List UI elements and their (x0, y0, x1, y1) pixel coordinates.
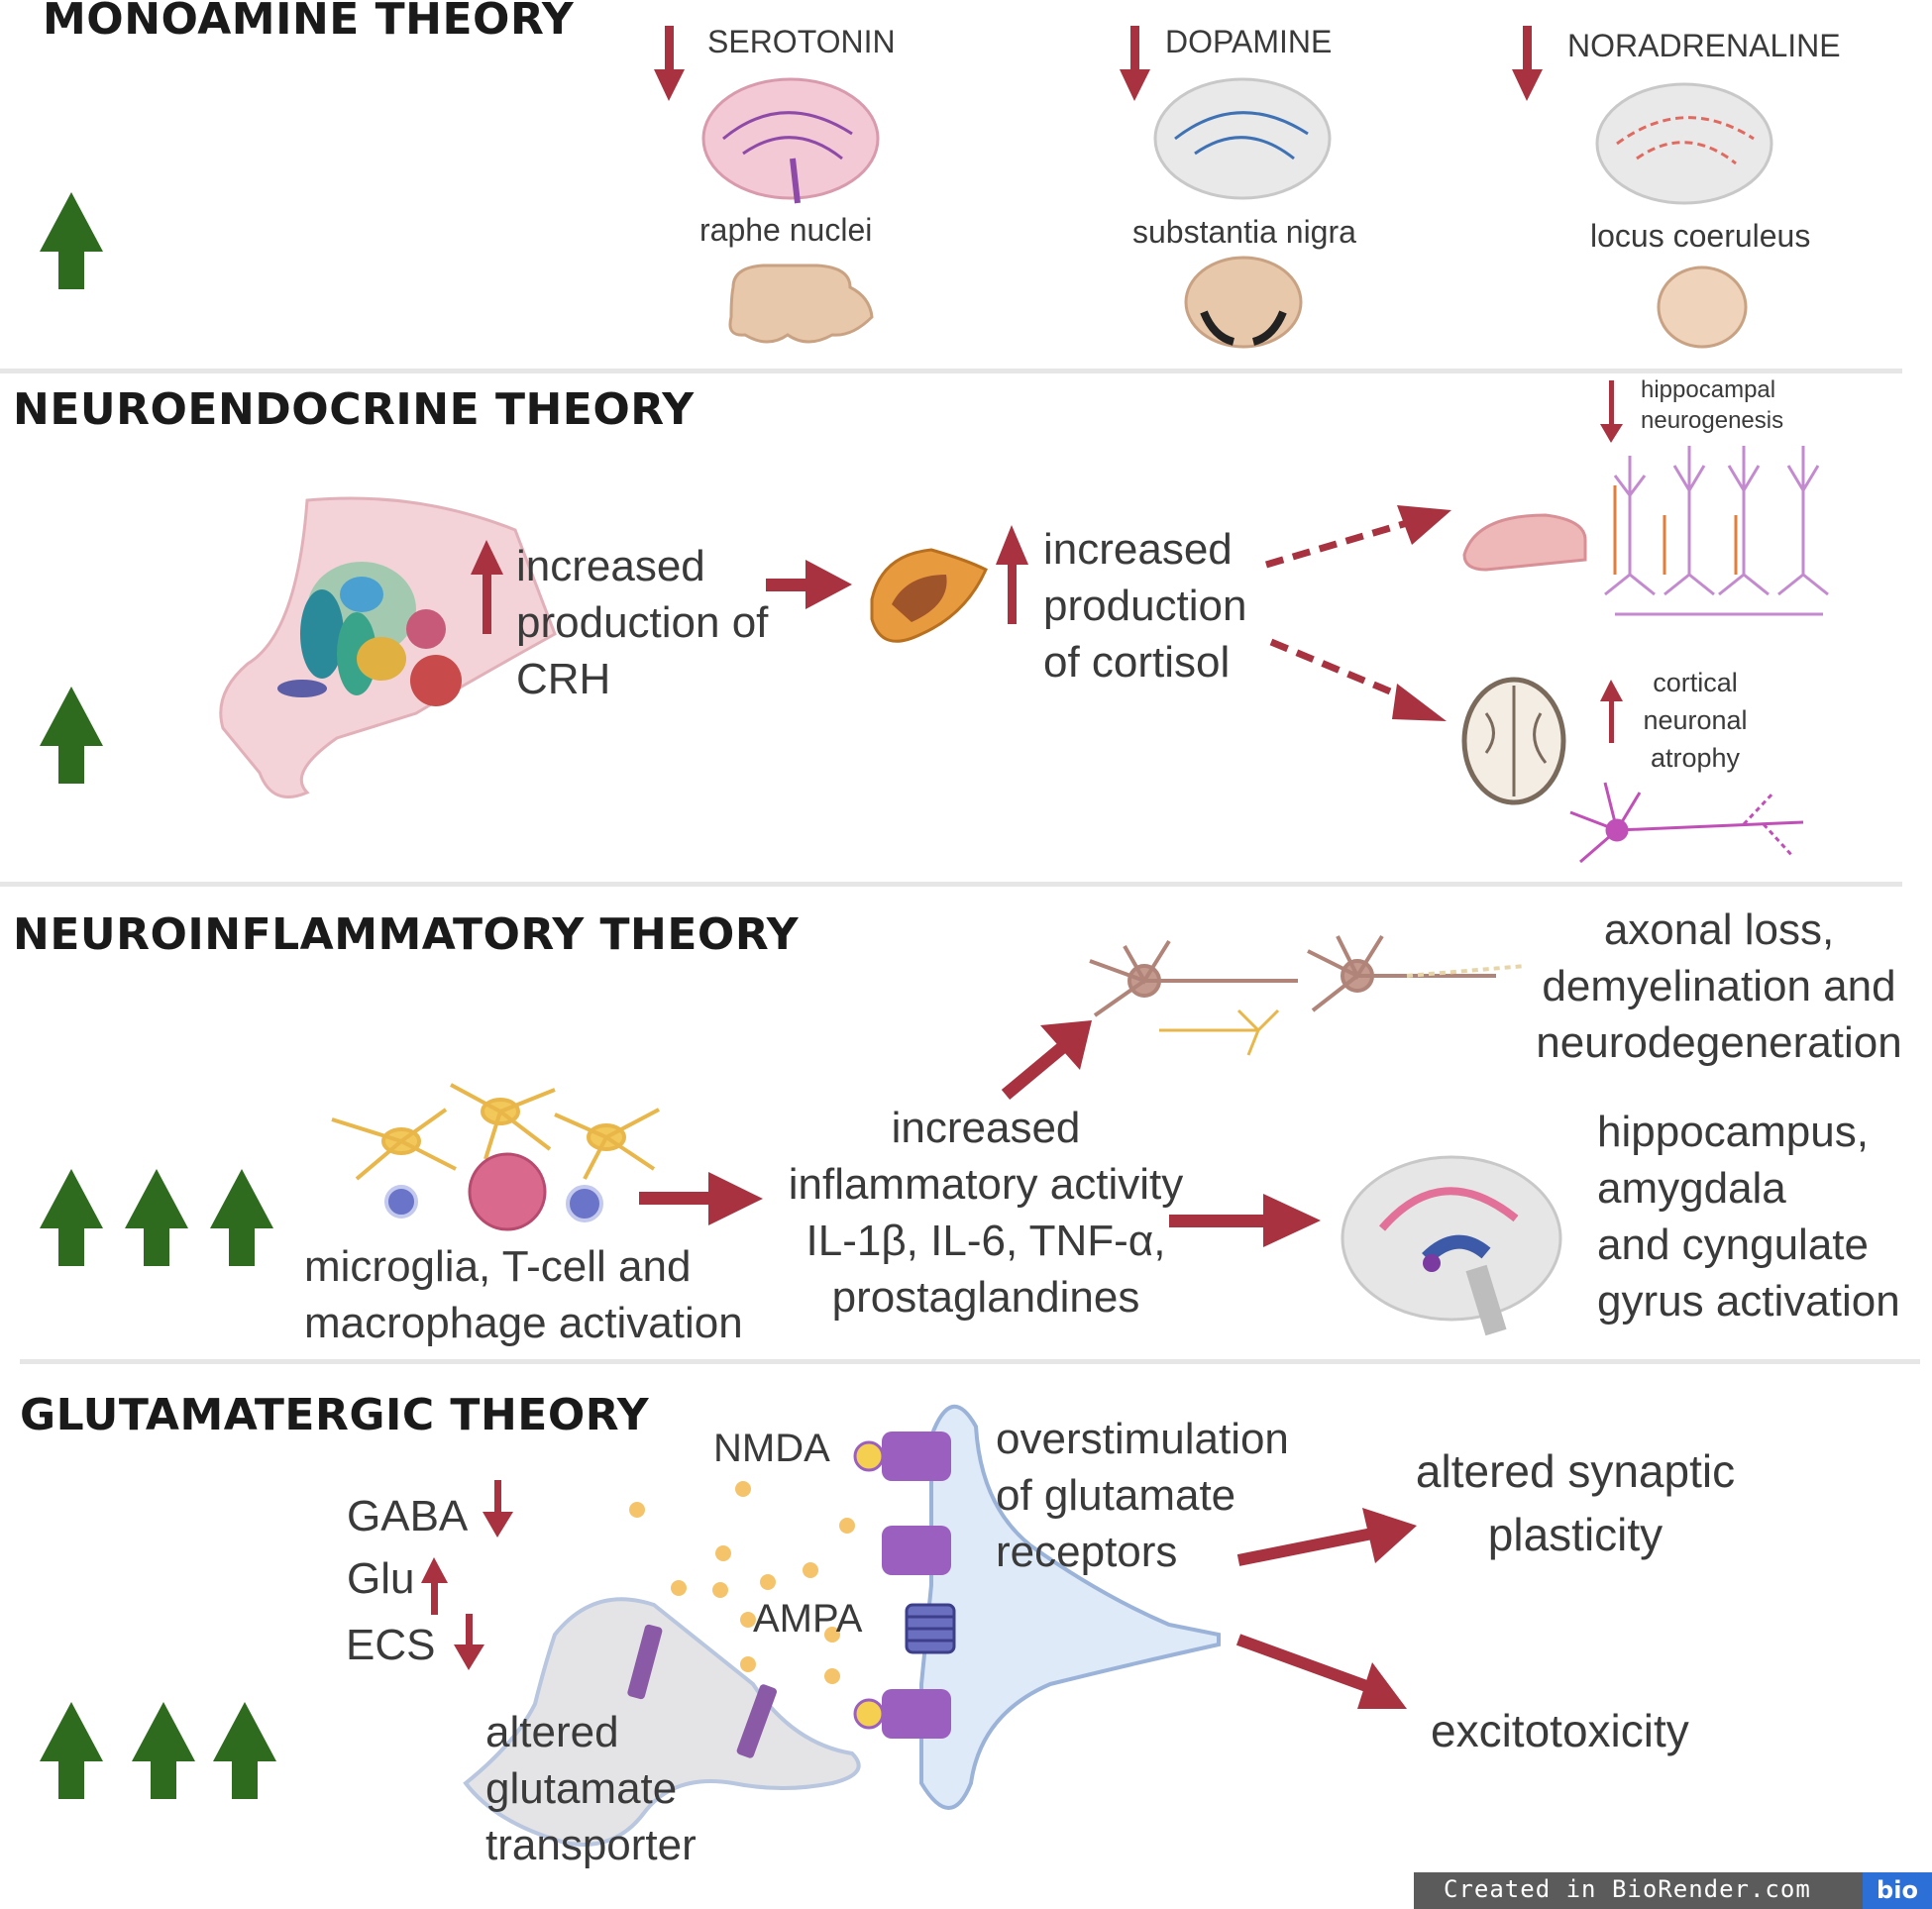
section-title: GLUTAMATERGIC THEORY (20, 1390, 650, 1440)
brain-section-icon (1461, 677, 1566, 805)
brain-icon (701, 77, 1773, 205)
cortical-atrophy-label: cortical neuronal atrophy (1621, 664, 1770, 777)
transporter-label: altered glutamate transporter (485, 1704, 697, 1873)
inflammation-line: IL-1β, IL-6, TNF-α, (805, 1217, 1166, 1265)
hippocampal-line: hippocampal (1641, 376, 1776, 403)
neurotransmitter-label: DOPAMINE (1165, 24, 1333, 59)
hippocampus-icon (1462, 513, 1587, 572)
plasticity-line: plasticity (1487, 1509, 1664, 1560)
ecs-label: ECS (346, 1621, 436, 1669)
green-up-arrow-icon (40, 192, 103, 289)
dashed-arrow-icon (1265, 505, 1451, 721)
crh-line: CRH (516, 655, 611, 703)
glial-cells-icon (331, 1083, 660, 1231)
section-title: NEUROINFLAMMATORY THEORY (13, 909, 800, 960)
crh-line: production of (516, 598, 769, 647)
transporter-line: altered (485, 1708, 619, 1756)
down-arrow-icon (454, 1480, 513, 1670)
cortisol-line: production (1043, 582, 1247, 630)
overstimulation-line: overstimulation (996, 1415, 1289, 1463)
nmda-receptor-icon (853, 1432, 951, 1739)
inflammation-line: prostaglandines (831, 1273, 1140, 1322)
crh-label: increased production of CRH (516, 538, 768, 707)
neurotransmitter-label: NORADRENALINE (1567, 28, 1841, 63)
overstimulation-line: of glutamate (996, 1471, 1236, 1520)
brainstem-section-icon (728, 256, 1748, 349)
neuron-cluster-icon (1613, 485, 1738, 575)
inflammation-label: increased inflammatory activity IL-1β, I… (773, 1100, 1199, 1326)
watermark-text: Created in BioRender.com (1444, 1875, 1811, 1903)
axonal-loss-label: axonal loss, demyelination and neurodege… (1526, 901, 1912, 1071)
excitotoxicity-label: excitotoxicity (1431, 1705, 1689, 1756)
adrenal-gland-icon (870, 548, 988, 643)
brain-regions-line: hippocampus, (1597, 1108, 1869, 1156)
inflammation-line: inflammatory activity (788, 1160, 1184, 1209)
up-arrow-icon (1600, 680, 1623, 743)
green-up-arrow-icon (40, 687, 103, 784)
brain-icon (1341, 1155, 1562, 1336)
green-up-arrow-icon (40, 1702, 276, 1799)
inflammation-line: increased (891, 1104, 1081, 1152)
nmda-label: NMDA (713, 1427, 830, 1470)
cortisol-line: increased (1043, 525, 1233, 574)
hypothalamus-icon (219, 496, 557, 798)
crh-line: increased (516, 542, 705, 590)
activation-line: macrophage activation (304, 1299, 743, 1347)
brain-region-label: locus coeruleus (1590, 218, 1811, 254)
section-title: MONOAMINE THEORY (43, 0, 575, 45)
cortical-line: neuronal (1643, 705, 1748, 735)
gaba-label: GABA (347, 1492, 469, 1540)
brain-region-label: substantia nigra (1132, 214, 1356, 250)
cortical-line: cortical (1653, 668, 1738, 697)
plasticity-label: altered synaptic plasticity (1387, 1439, 1764, 1566)
up-arrow-icon (421, 1557, 448, 1615)
neuron-icon (1159, 1008, 1280, 1056)
flow-arrow-icon (639, 1020, 1321, 1247)
cortical-line: atrophy (1650, 743, 1741, 773)
biorender-watermark: Created in BioRender.com bio (1414, 1872, 1932, 1909)
brain-regions-label: hippocampus, amygdala and cyngulate gyru… (1597, 1104, 1900, 1329)
activation-line: microglia, T-cell and (304, 1242, 692, 1291)
flow-arrow-icon (1235, 1508, 1417, 1709)
cortisol-label: increased production of cortisol (1043, 521, 1246, 690)
neurotransmitter-label: SEROTONIN (707, 24, 896, 59)
ampa-receptor-icon (905, 1603, 956, 1654)
section-title: NEUROENDOCRINE THEORY (13, 384, 695, 435)
neuron-cluster-icon (1604, 446, 1829, 616)
cortisol-line: of cortisol (1043, 638, 1231, 687)
biorender-logo-icon: bio (1863, 1872, 1932, 1909)
transporter-line: glutamate (485, 1764, 678, 1813)
down-arrow-icon (654, 26, 1543, 101)
hippocampal-neurogenesis-label: hippocampal neurogenesis (1641, 374, 1783, 436)
brain-regions-line: gyrus activation (1597, 1277, 1900, 1326)
glutamate-particles-icon (629, 1481, 855, 1684)
hippocampal-line: neurogenesis (1641, 407, 1784, 434)
postsynaptic-membrane-icon (919, 1405, 1221, 1810)
axonal-line: axonal loss, (1603, 905, 1835, 954)
axonal-line: neurodegeneration (1536, 1018, 1902, 1067)
neuron-icon (1569, 782, 1804, 864)
down-arrow-icon (1600, 380, 1623, 443)
green-up-arrow-icon (40, 1169, 273, 1266)
overstimulation-line: receptors (996, 1528, 1178, 1576)
flow-arrow-icon (766, 560, 852, 609)
overstimulation-label: overstimulation of glutamate receptors (996, 1411, 1289, 1580)
up-arrow-icon (471, 525, 1028, 634)
brain-regions-line: and cyngulate (1597, 1220, 1869, 1269)
neuron-chain-icon (1089, 934, 1527, 1017)
cell-activation-label: microglia, T-cell and macrophage activat… (304, 1238, 743, 1351)
plasticity-line: altered synaptic (1415, 1445, 1736, 1497)
brain-regions-line: amygdala (1597, 1164, 1786, 1213)
transporter-line: transporter (485, 1821, 697, 1869)
glu-label: Glu (347, 1554, 415, 1603)
axonal-line: demyelination and (1542, 962, 1896, 1010)
presynaptic-cell-icon (463, 1597, 861, 1847)
brain-region-label: raphe nuclei (699, 212, 873, 248)
ampa-label: AMPA (753, 1597, 863, 1641)
